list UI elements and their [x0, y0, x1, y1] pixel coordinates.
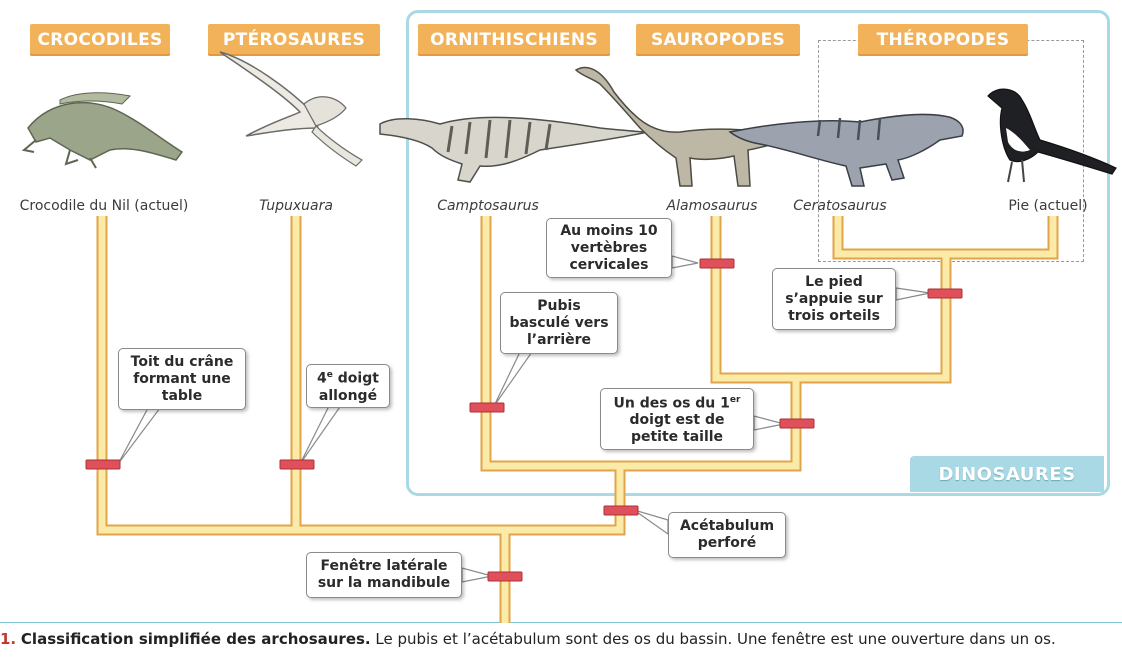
species-camptosaurus: Camptosaurus: [437, 198, 539, 214]
caption-title: Classification simplifiée des archosaure…: [20, 630, 371, 648]
group-label-pterosaures: PTÉROSAURES: [208, 24, 380, 56]
species-alamosaurus: Alamosaurus: [666, 198, 758, 214]
caption-text: Le pubis et l’acétabulum sont des os du …: [375, 630, 1056, 648]
dinosaures-clade-box: [406, 10, 1110, 496]
marker-doigt: [279, 459, 315, 470]
marker-fenetre: [487, 571, 523, 582]
doigt-text: doigt allongé: [318, 370, 379, 404]
marker-pubis: [469, 402, 505, 413]
group-label-sauropodes: SAUROPODES: [636, 24, 800, 56]
alamosaurus-illustration: [574, 66, 801, 187]
ceratosaurus-illustration: [728, 113, 964, 187]
cladogram: [21, 51, 1117, 623]
species-ceratosaurus: Ceratosaurus: [793, 198, 887, 214]
crocodile-illustration: [21, 92, 184, 169]
dinosaures-label: DINOSAURES: [910, 456, 1104, 492]
species-pie: Pie (actuel): [1008, 198, 1088, 214]
callout-pied: Le pied s’appuie sur trois orteils: [772, 268, 896, 330]
magpie-illustration: [987, 88, 1117, 183]
callout-pointers: [117, 255, 931, 583]
marker-pied: [927, 288, 963, 299]
figure-frame: [0, 622, 1122, 623]
doigt-number: 4: [317, 370, 327, 387]
pterosaur-illustration: [219, 51, 363, 167]
os-text-start: Un des os du 1: [613, 395, 730, 412]
species-tupuxuara: Tupuxuara: [259, 198, 333, 214]
marker-vertebres: [699, 258, 735, 269]
callout-vertebres: Au moins 10 vertèbres cervicales: [546, 218, 672, 278]
group-label-crocodiles: CROCODILES: [30, 24, 170, 56]
callout-quatrieme-doigt: 4e doigt allongé: [306, 364, 390, 408]
marker-os-doigt: [779, 418, 815, 429]
callout-toit-crane: Toit du crâne formant une table: [118, 348, 246, 410]
callout-pubis: Pubis basculé vers l’arrière: [500, 292, 618, 354]
os-superscript: er: [729, 394, 741, 405]
doigt-superscript: e: [326, 370, 333, 381]
group-label-theropodes: THÉROPODES: [858, 24, 1028, 56]
callout-acetabulum: Acétabulum perforé: [668, 512, 786, 558]
os-text-end: doigt est de petite taille: [629, 412, 725, 446]
group-label-ornithischiens: ORNITHISCHIENS: [418, 24, 610, 56]
marker-acetabulum: [603, 505, 639, 516]
callout-os-premier-doigt: Un des os du 1er doigt est de petite tai…: [600, 388, 754, 450]
species-crocodile: Crocodile du Nil (actuel): [19, 198, 189, 214]
figure-caption: 1. Classification simplifiée des archosa…: [0, 630, 1122, 648]
character-markers: [85, 258, 963, 582]
caption-number: 1.: [0, 630, 17, 648]
marker-toit: [85, 459, 121, 470]
callout-fenetre-mandibule: Fenêtre latérale sur la mandibule: [306, 552, 462, 598]
camptosaurus-illustration: [379, 116, 649, 183]
